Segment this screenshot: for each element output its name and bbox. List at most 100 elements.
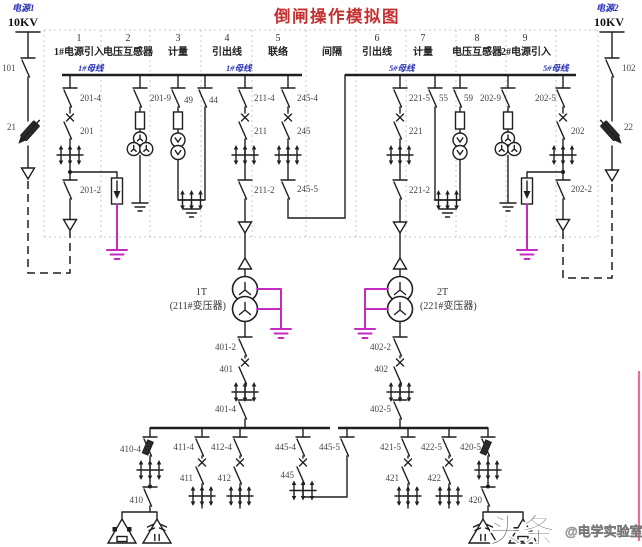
disconnector-201-4 — [62, 87, 78, 108]
current-transformer-icon — [289, 479, 317, 502]
current-transformer-icon — [231, 381, 259, 403]
bay-tie-245 — [274, 74, 346, 219]
ground-icon — [131, 195, 149, 212]
fuse-icon — [134, 111, 146, 130]
disconnector-221-5 — [392, 87, 408, 108]
header-num-9: 9 — [523, 33, 528, 44]
source-2-voltage: 10KV — [594, 15, 624, 29]
label-22: 22 — [624, 122, 633, 132]
header-name-spare: 间隔 — [322, 45, 342, 58]
transformer-1t — [231, 275, 292, 339]
header-name-3: 计量 — [168, 45, 188, 58]
header-name-6: 引出线 — [362, 45, 392, 58]
fuse-icon — [502, 111, 514, 130]
label-211: 211 — [254, 126, 267, 136]
header-name-4: 引出线 — [212, 45, 242, 58]
bay-voltage-transformer-1 — [126, 74, 154, 212]
disconnector-245-5 — [280, 179, 296, 200]
bus1-label-b: 1#母线 — [226, 63, 253, 73]
dropout-fuse-21-icon — [14, 116, 44, 148]
lv-incomer-402 — [386, 336, 414, 429]
label-245: 245 — [297, 126, 311, 136]
header-num-4: 4 — [225, 33, 230, 44]
disconnector-422-5 — [441, 436, 457, 457]
header-name-2: 电压互感器 — [103, 45, 154, 58]
label-245-4: 245-4 — [297, 93, 318, 103]
disconnector-411-4 — [194, 436, 210, 457]
label-211-2: 211-2 — [254, 185, 275, 195]
neutral-ground-icon — [270, 320, 292, 339]
source-1-circuit — [14, 31, 71, 274]
current-transformer-icon — [394, 485, 422, 507]
label-202-2: 202-2 — [571, 184, 592, 194]
cable-head-icon — [392, 221, 408, 234]
label-420: 420 — [469, 495, 483, 505]
metering-vt-icon — [170, 132, 186, 161]
switch-420 — [480, 486, 496, 507]
header-num-7: 7 — [421, 33, 426, 44]
breaker-412 — [233, 458, 245, 485]
current-transformer-icon — [56, 144, 84, 166]
disconnector-211-2 — [237, 179, 253, 200]
breaker-445 — [296, 458, 308, 485]
current-transformer-icon — [549, 144, 577, 166]
header-num-2: 2 — [126, 33, 131, 44]
arrester-ground-icon — [106, 241, 128, 260]
label-420-5: 420-5 — [460, 442, 481, 452]
transformer-winding-icon — [231, 295, 259, 323]
label-421-5: 421-5 — [380, 442, 401, 452]
label-221-5: 221-5 — [409, 93, 430, 103]
breaker-411 — [195, 458, 207, 485]
source-1-cable — [27, 181, 71, 274]
label-445: 445 — [281, 470, 295, 480]
disconnector-445-4 — [295, 436, 311, 457]
disconnector-421-5 — [400, 436, 416, 457]
current-transformer-icon — [231, 144, 259, 166]
voltage-transformer-icon — [494, 131, 522, 157]
capacitor-bank-icon — [142, 518, 172, 544]
transformer-2t — [354, 275, 414, 339]
label-401-2: 401-2 — [215, 342, 236, 352]
label-2t: 2T — [437, 287, 448, 298]
label-59: 59 — [464, 93, 474, 103]
neutral-ground-icon — [354, 320, 376, 339]
disconnector-49 — [170, 87, 186, 108]
label-422: 422 — [428, 473, 442, 483]
breaker-421 — [401, 458, 413, 485]
label-201-2: 201-2 — [80, 185, 101, 195]
fuse-icon — [454, 111, 466, 130]
cable-head-icon — [392, 257, 408, 270]
header-name-9: 2#电源引入 — [501, 45, 551, 58]
bay-incoming-201 — [56, 74, 128, 260]
label-21: 21 — [7, 122, 16, 132]
header-name-7: 计量 — [413, 45, 433, 58]
disconnector-101 — [20, 57, 36, 78]
transformer-winding-icon — [386, 295, 414, 323]
discharge-device-icon — [107, 518, 137, 544]
label-421: 421 — [386, 473, 400, 483]
breaker-211 — [238, 113, 250, 140]
breaker-202 — [556, 113, 568, 140]
bay-voltage-transformer-2 — [494, 74, 522, 212]
fuse-switch-420-5 — [479, 436, 496, 457]
lv-feeder-421 — [394, 427, 422, 509]
lv-feeder-420 — [468, 427, 538, 544]
current-transformer-icon — [136, 459, 164, 481]
lv-feeder-422 — [435, 427, 463, 509]
bay-incoming-202 — [516, 74, 577, 260]
disconnector-202-9 — [500, 87, 516, 108]
arrester-ground-icon — [516, 241, 538, 260]
header-num-1: 1 — [77, 33, 82, 44]
source-2-name: 电源2 — [596, 3, 619, 13]
cable-head-icon — [62, 218, 78, 232]
fuse-switch-410-4 — [141, 436, 158, 457]
source-1-voltage: 10KV — [8, 15, 38, 29]
current-transformer-icon — [386, 381, 414, 403]
breaker-401 — [238, 358, 250, 385]
lv-feeder-412 — [226, 427, 254, 509]
header-num-8: 8 — [475, 33, 480, 44]
watermark: 头条 @电学实验室 — [489, 512, 642, 547]
header-num-5: 5 — [276, 33, 281, 44]
ground-icon — [499, 195, 517, 212]
breaker-221 — [393, 113, 405, 140]
